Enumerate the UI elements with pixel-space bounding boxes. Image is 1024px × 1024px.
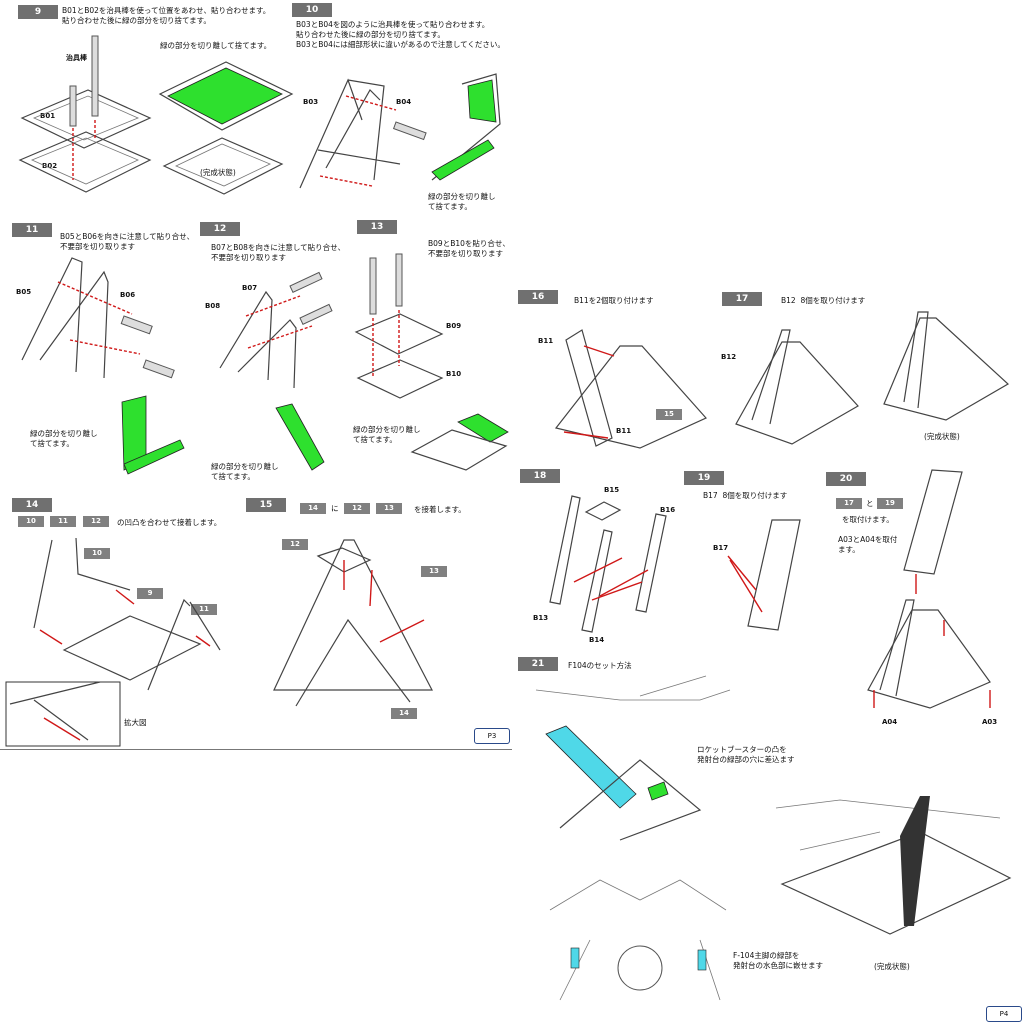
step-10-drawing — [299, 73, 501, 189]
step-20-instruction: を取付けます。 — [842, 515, 894, 524]
step-15-part-13: 13 — [421, 566, 447, 577]
step-15-instruction: を接着します。 — [414, 505, 466, 514]
step-14-part-11: 11 — [191, 604, 217, 615]
step-12-cut-note: 緑の部分を切り離し て捨てます。 — [211, 462, 279, 481]
jig-rod-label: 治具棒 — [66, 54, 87, 62]
step-18-19-drawing — [549, 495, 801, 633]
part-b05-label: B05 — [16, 288, 32, 296]
step-12-instruction: B07とB08を向きに注意して貼り合せ、 不要部を切り取ります — [211, 243, 346, 262]
step-17-number: 17 — [722, 292, 762, 306]
step-15-ref-13: 13 — [376, 503, 402, 514]
step-11-cut-note: 緑の部分を切り離し て捨てます。 — [30, 429, 98, 448]
step-15-drawing — [273, 539, 433, 707]
step-21-title: F104のセット方法 — [568, 661, 632, 670]
part-b13-label: B13 — [533, 614, 549, 622]
part-b11-label-b: B11 — [616, 427, 632, 435]
step-15-part-14: 14 — [391, 708, 417, 719]
step-9-instruction: B01とB02を治具棒を使って位置をあわせ、貼り合わせます。 貼り合わせた後に緑… — [62, 6, 271, 25]
part-b09-label: B09 — [446, 322, 462, 330]
step-14-drawing — [5, 537, 221, 747]
step-15-ni: に — [331, 504, 339, 513]
step-14-number: 14 — [12, 498, 52, 512]
step-14-ref-10: 10 — [18, 516, 44, 527]
part-b07-label: B07 — [242, 284, 258, 292]
enlarged-view-label: 拡大図 — [124, 718, 147, 727]
step-14-instruction: の凹凸を合わせて接着します。 — [117, 518, 222, 527]
step-21-done-label: (完成状態) — [874, 962, 910, 971]
step-13-cut-note: 緑の部分を切り離し て捨てます。 — [353, 425, 421, 444]
step-11-instruction: B05とB06を向きに注意して貼り合せ、 不要部を切り取ります — [60, 232, 195, 251]
step-9-drawing — [18, 35, 294, 195]
step-9-number: 9 — [18, 5, 58, 19]
step-10-instruction: B03とB04を図のように治具棒を使って貼り合わせます。 貼り合わせた後に緑の部… — [296, 20, 505, 49]
step-21-note-gear: F-104主脚の緑部を 発射台の水色部に嵌せます — [733, 951, 823, 970]
part-b14-label: B14 — [589, 636, 605, 644]
step-13-instruction: B09とB10を貼り合せ、 不要部を切り取ります — [428, 239, 510, 258]
step-20-instruction-2: A03とA04を取付 ます。 — [838, 535, 898, 554]
part-b15-label: B15 — [604, 486, 620, 494]
page-number-p3: P3 — [474, 728, 510, 744]
part-b06-label: B06 — [120, 291, 136, 299]
step-13-number: 13 — [357, 220, 397, 234]
step-20-ref-17: 17 — [836, 498, 862, 509]
step-10-cut-note: 緑の部分を切り離し て捨てます。 — [428, 192, 496, 211]
step-10-number: 10 — [292, 3, 332, 17]
step-16-part-15: 15 — [656, 409, 682, 420]
part-b10-label: B10 — [446, 370, 462, 378]
step-12-number: 12 — [200, 222, 240, 236]
step-14-part-10: 10 — [84, 548, 110, 559]
part-a04-label: A04 — [882, 718, 898, 726]
step-19-number: 19 — [684, 471, 724, 485]
step-14-ref-11: 11 — [50, 516, 76, 527]
step-12-drawing — [219, 271, 333, 471]
step-20-number: 20 — [826, 472, 866, 486]
step-11-drawing — [21, 257, 185, 475]
step-15-ref-14: 14 — [300, 503, 326, 514]
step-13-drawing — [354, 253, 509, 471]
page-number-p4: P4 — [986, 1006, 1022, 1022]
part-b03-label: B03 — [303, 98, 319, 106]
step-18-number: 18 — [520, 469, 560, 483]
step-21-number: 21 — [518, 657, 558, 671]
step-20-to: と — [866, 499, 874, 508]
step-15-part-12: 12 — [282, 539, 308, 550]
step-15-ref-12: 12 — [344, 503, 370, 514]
step-9-cut-note: 緑の部分を切り離して捨てます。 — [160, 41, 272, 50]
step-15-number: 15 — [246, 498, 286, 512]
part-b08-label: B08 — [205, 302, 221, 310]
step-14-ref-12: 12 — [83, 516, 109, 527]
part-a03-label: A03 — [982, 718, 998, 726]
step-21-drawing — [535, 675, 1012, 1001]
page-divider — [0, 749, 512, 750]
part-b01-label: B01 — [40, 112, 56, 120]
step-16-number: 16 — [518, 290, 558, 304]
step-17-done-label: (完成状態) — [924, 432, 960, 441]
part-b11-label-a: B11 — [538, 337, 554, 345]
part-b02-label: B02 — [42, 162, 58, 170]
step-9-done-label: (完成状態) — [200, 168, 236, 177]
step-20-drawing — [867, 469, 991, 709]
step-16-17-drawing — [554, 311, 1010, 449]
manual-page-3: 9 B01とB02を治具棒を使って位置をあわせ、貼り合わせます。 貼り合わせた後… — [0, 0, 512, 750]
step-16-instruction: B11を2個取り付けます — [574, 296, 654, 305]
step-17-instruction: B12 8個を取り付けます — [781, 296, 866, 305]
step-19-instruction: B17 8個を取り付けます — [703, 491, 788, 500]
step-21-note-booster: ロケットブースターの凸を 発射台の緑部の穴に差込ます — [697, 745, 795, 764]
step-14-part-9: 9 — [137, 588, 163, 599]
step-20-ref-19: 19 — [877, 498, 903, 509]
part-b12-label: B12 — [721, 353, 737, 361]
part-b17-label: B17 — [713, 544, 729, 552]
part-b16-label: B16 — [660, 506, 676, 514]
part-b04-label: B04 — [396, 98, 412, 106]
step-11-number: 11 — [12, 223, 52, 237]
